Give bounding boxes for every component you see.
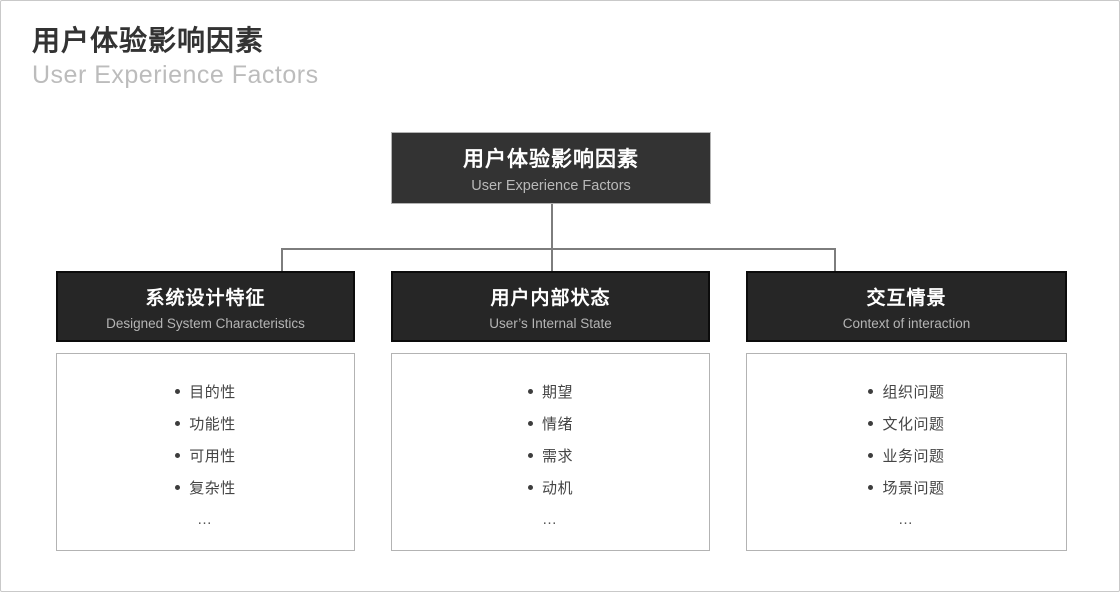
- bullet-icon: [527, 388, 533, 394]
- branch-title: 交互情景: [866, 287, 947, 309]
- root-node: 用户体验影响因素 User Experience Factors: [391, 132, 711, 204]
- branch-list-user-internal-state: 期望 情绪 需求 动机 …: [391, 353, 710, 551]
- list-item: 需求: [527, 439, 573, 471]
- list-item: 动机: [527, 471, 573, 503]
- bullet-icon: [175, 420, 181, 426]
- bullet-icon: [868, 420, 874, 426]
- bullet-icon: [527, 452, 533, 458]
- branch-subtitle: User’s Internal State: [489, 315, 612, 331]
- list-item-label: 目的性: [189, 383, 236, 401]
- branch-header-system-design: 系统设计特征 Designed System Characteristics: [56, 271, 355, 342]
- branch-subtitle: Designed System Characteristics: [106, 315, 305, 331]
- list-item-label: 文化问题: [882, 415, 945, 433]
- list-item: 业务问题: [868, 439, 944, 471]
- bullet-icon: [175, 388, 181, 394]
- list-item-label: 场景问题: [882, 479, 945, 497]
- bullet-icon: [175, 452, 181, 458]
- branch-list-context-of-interaction: 组织问题 文化问题 业务问题 场景问题 …: [746, 353, 1067, 551]
- list-more-ellipsis: …: [197, 510, 214, 528]
- list-item: 文化问题: [868, 407, 944, 439]
- connector-horizontal: [281, 248, 835, 250]
- list-item-label: 期望: [541, 383, 573, 401]
- bullet-icon: [527, 420, 533, 426]
- list-item: 可用性: [175, 439, 236, 471]
- root-node-subtitle: User Experience Factors: [471, 177, 631, 194]
- list-item: 组织问题: [868, 375, 944, 407]
- branch-title: 用户内部状态: [490, 287, 611, 309]
- list-item-label: 需求: [541, 447, 573, 465]
- bullet-icon: [175, 484, 181, 490]
- list-item: 情绪: [527, 407, 573, 439]
- bullet-icon: [868, 388, 874, 394]
- list-item-label: 动机: [541, 479, 573, 497]
- list-more-ellipsis: …: [542, 510, 559, 528]
- list-item: 复杂性: [175, 471, 236, 503]
- list-more-ellipsis: …: [898, 510, 915, 528]
- branch-header-user-internal-state: 用户内部状态 User’s Internal State: [391, 271, 710, 342]
- list-item: 功能性: [175, 407, 236, 439]
- list-item-label: 可用性: [189, 447, 236, 465]
- list-item: 期望: [527, 375, 573, 407]
- list-item-label: 业务问题: [882, 447, 945, 465]
- root-node-title: 用户体验影响因素: [463, 147, 639, 171]
- list-item: 场景问题: [868, 471, 944, 503]
- connector-vertical-left: [281, 248, 283, 271]
- page-title: 用户体验影响因素: [32, 25, 265, 56]
- connector-vertical-center: [551, 204, 553, 271]
- list-item-label: 复杂性: [189, 479, 236, 497]
- list-item-label: 组织问题: [882, 383, 945, 401]
- branch-header-context-of-interaction: 交互情景 Context of interaction: [746, 271, 1067, 342]
- branch-list-system-design: 目的性 功能性 可用性 复杂性 …: [56, 353, 355, 551]
- bullet-icon: [868, 452, 874, 458]
- page-title-block: 用户体验影响因素 User Experience Factors: [32, 23, 319, 90]
- connector-vertical-right: [834, 248, 836, 271]
- list-item-label: 情绪: [541, 415, 573, 433]
- bullet-icon: [527, 484, 533, 490]
- list-item-label: 功能性: [189, 415, 236, 433]
- bullet-icon: [868, 484, 874, 490]
- list-item: 目的性: [175, 375, 236, 407]
- branch-subtitle: Context of interaction: [842, 315, 971, 331]
- branch-title: 系统设计特征: [145, 287, 266, 309]
- page-subtitle: User Experience Factors: [32, 61, 319, 89]
